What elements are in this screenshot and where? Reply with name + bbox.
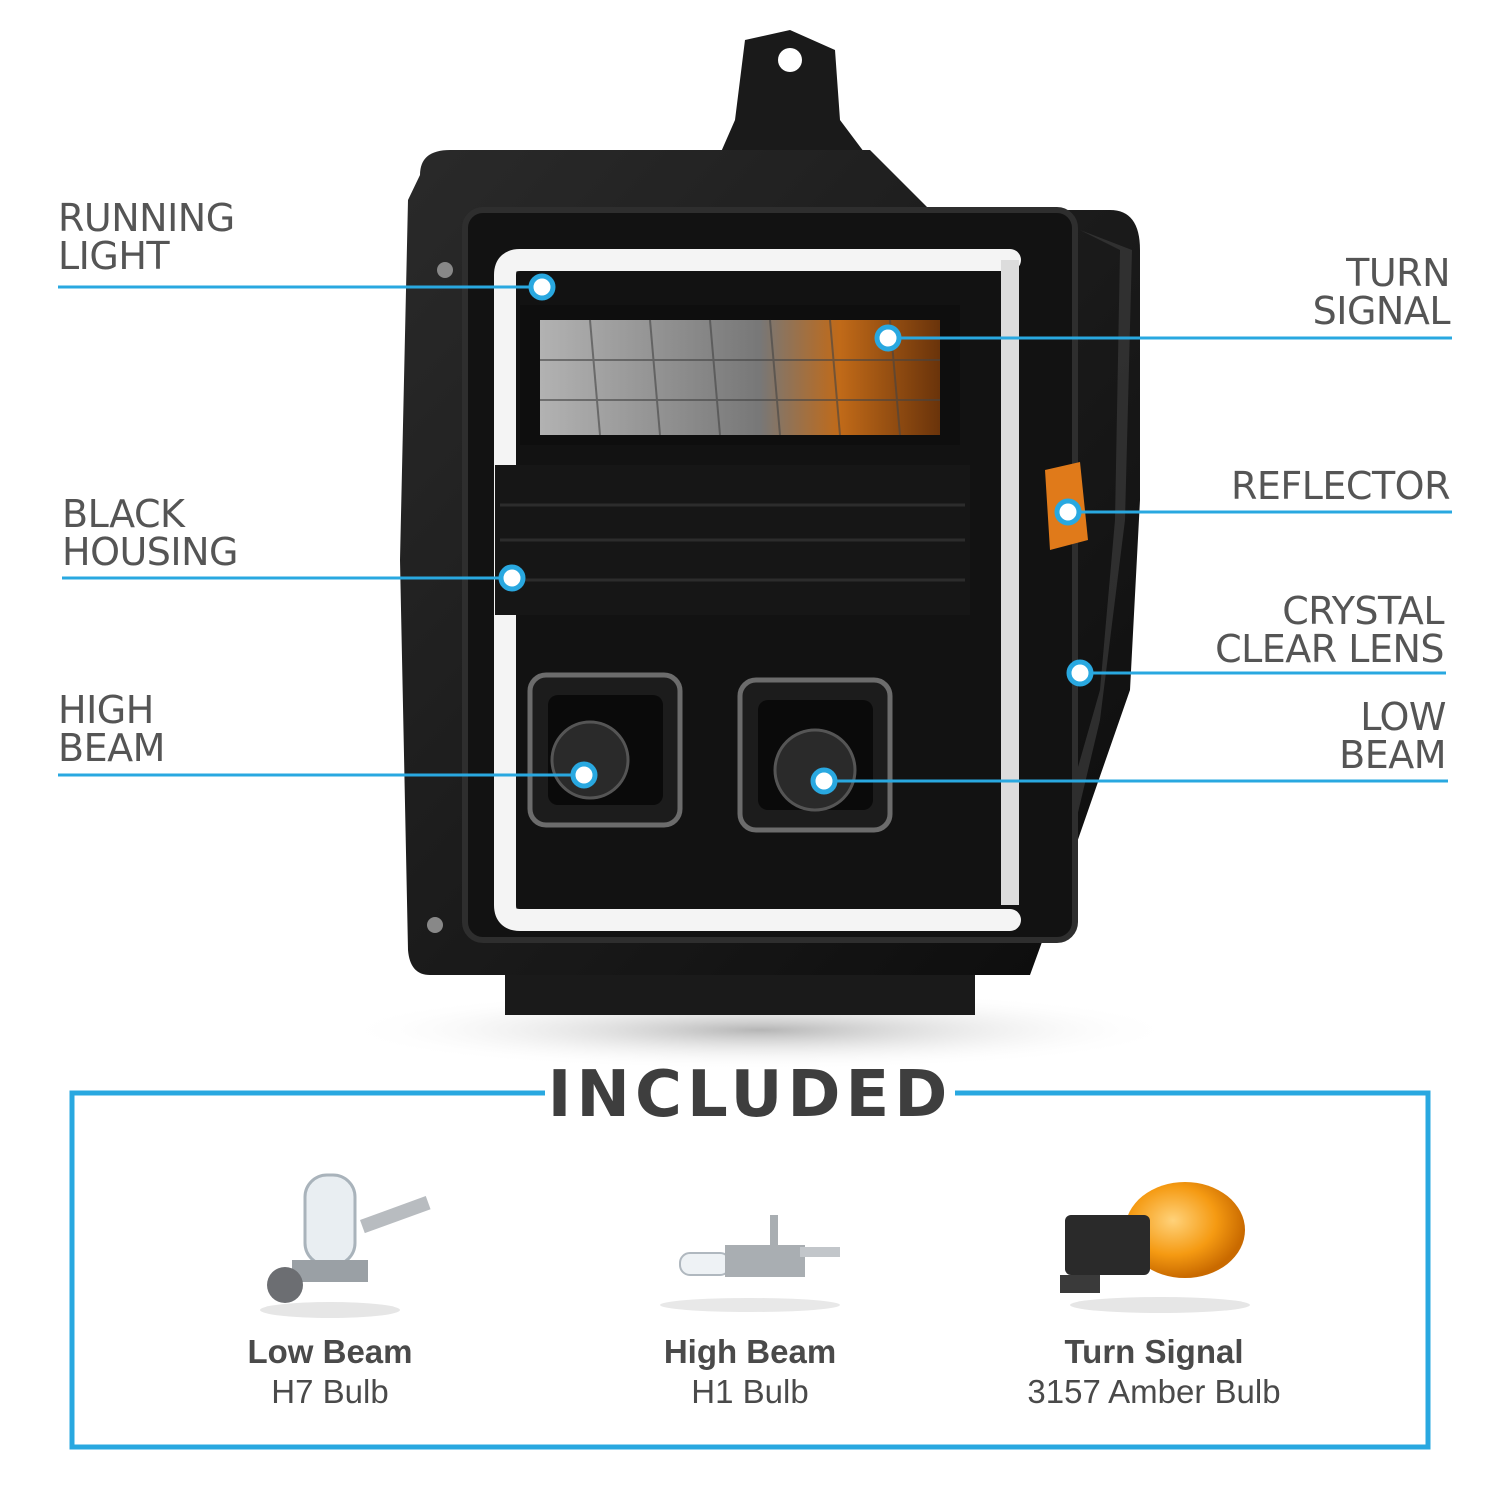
bulb-type: H1 Bulb	[691, 1373, 809, 1410]
included-title: INCLUDED	[547, 1058, 953, 1132]
label-black-housing: BLACK HOUSING	[62, 492, 239, 574]
label-running-light: RUNNING LIGHT	[58, 196, 235, 278]
label-reflector: REFLECTOR	[1230, 464, 1451, 508]
label-crystal-clear-lens: CRYSTAL CLEAR LENS	[1215, 589, 1444, 671]
low-beam-projector	[737, 677, 893, 833]
black-housing-dot	[498, 564, 526, 592]
bulb-caption-low-beam: Low Beam H7 Bulb	[120, 1333, 540, 1411]
included-frame	[69, 1090, 1431, 1450]
low-beam-dot	[810, 767, 838, 795]
bulb-type: H7 Bulb	[271, 1373, 389, 1410]
label-high-beam: HIGH BEAM	[58, 688, 165, 770]
high-beam-projector	[527, 672, 683, 828]
bulb-name: Turn Signal	[1064, 1333, 1244, 1370]
label-turn-signal: TURN SIGNAL	[1312, 251, 1451, 333]
bulb-caption-high-beam: High Beam H1 Bulb	[540, 1333, 960, 1411]
callout-dots	[498, 273, 1094, 795]
label-low-beam: LOW BEAM	[1339, 695, 1446, 777]
reflector-dot	[1054, 498, 1082, 526]
running-light-dot	[528, 273, 556, 301]
crystal-lens-dot	[1066, 659, 1094, 687]
bulb-name: Low Beam	[247, 1333, 413, 1370]
h7-bulb-icon	[260, 1173, 431, 1318]
amber-bulb-icon	[1060, 1182, 1250, 1313]
h1-bulb-icon	[660, 1215, 840, 1312]
bulb-name: High Beam	[663, 1333, 837, 1370]
callout-lines	[58, 285, 1452, 783]
bulb-caption-turn-signal: Turn Signal 3157 Amber Bulb	[944, 1333, 1364, 1411]
bulb-type: 3157 Amber Bulb	[1027, 1373, 1281, 1410]
turn-signal-dot	[874, 324, 902, 352]
high-beam-dot	[570, 761, 598, 789]
